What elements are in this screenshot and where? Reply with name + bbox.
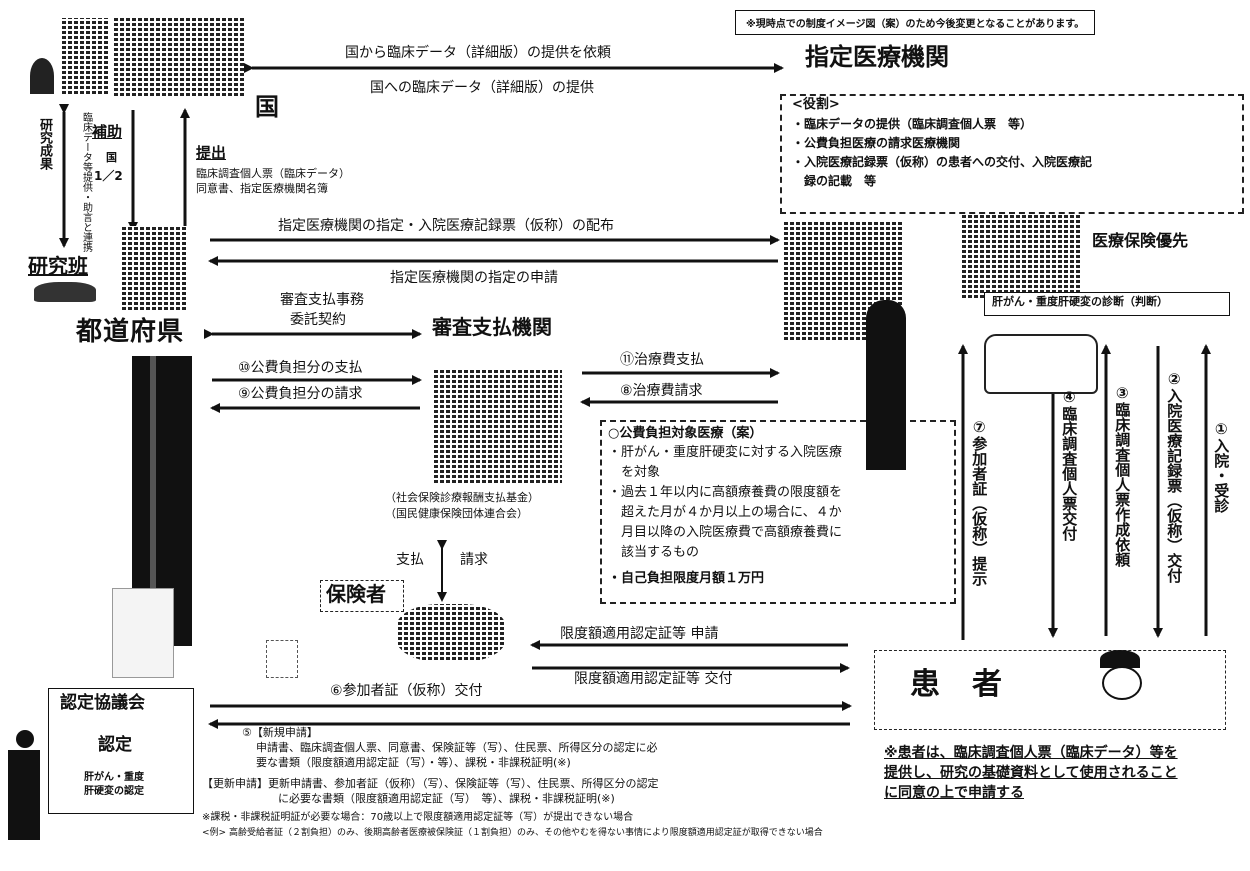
submit-detail-1: 臨床調査個人票（臨床データ） bbox=[196, 168, 350, 181]
label-v2: ②入院医療記録票（仮称）交付 bbox=[1165, 370, 1182, 583]
subsidy-ratio-a: 国 bbox=[106, 152, 117, 165]
prefecture-building-image bbox=[120, 226, 188, 312]
role-item-2: ・入院医療記録票（仮称）の患者への交付、入院医療記 bbox=[792, 156, 1092, 170]
patient-image bbox=[1088, 650, 1150, 716]
notice-text: ※現時点での制度イメージ図（案）のため今後変更となることがあります。 bbox=[746, 19, 1084, 30]
flow-designation-apply: 指定医療機関の指定の申請 bbox=[390, 270, 558, 286]
role-item-1: ・公費負担医療の請求医療機関 bbox=[792, 137, 960, 151]
official-person-image bbox=[6, 730, 42, 842]
flow-limit-apply: 限度額適用認定証等 申請 bbox=[560, 626, 718, 642]
target-line-1: を対象 bbox=[608, 466, 660, 481]
council-label: 認定協議会 bbox=[60, 694, 145, 714]
calculator-image bbox=[266, 640, 298, 678]
research-image bbox=[34, 282, 96, 302]
role-box bbox=[780, 94, 1244, 214]
council-note-2: 肝硬変の認定 bbox=[84, 786, 144, 798]
flow-limit-issue: 限度額適用認定証等 交付 bbox=[574, 671, 732, 687]
application-note-1: ※課税・非課税証明証が必要な場合：70歳以上で限度額適用認定証等（写）が提出でき… bbox=[202, 812, 633, 824]
flow-request-data: 国から臨床データ（詳細版）の提供を依頼 bbox=[345, 45, 611, 61]
flow-participant-issue: ⑥参加者証（仮称）交付 bbox=[330, 683, 483, 699]
submit-detail-2: 同意書、指定医療機関名簿 bbox=[196, 183, 328, 196]
council-building-image bbox=[100, 588, 184, 688]
new-application-line-1: 申請書、臨床調査個人票、同意書、保険証等（写）、住民票、所得区分の認定に必 bbox=[256, 742, 658, 755]
label-v7: ⑦参加者証（仮称）提示 bbox=[970, 418, 987, 586]
flow-pay-public: ⑩公費負担分の支払 bbox=[238, 360, 363, 376]
research-label: 研究班 bbox=[28, 255, 88, 278]
diagnosis-label: 肝がん・重度肝硬変の診断（判断） bbox=[992, 296, 1168, 309]
submit-label: 提出 bbox=[196, 145, 226, 162]
research-result-label: 研究成果 bbox=[36, 118, 51, 170]
council-note-1: 肝がん・重度 bbox=[84, 772, 144, 784]
review-building-image bbox=[432, 370, 562, 485]
designated-label: 指定医療機関 bbox=[805, 44, 949, 72]
flow-claim: 請求 bbox=[460, 552, 488, 568]
notice-box: ※現時点での制度イメージ図（案）のため今後変更となることがあります。 bbox=[735, 10, 1095, 35]
review-label: 審査支払機関 bbox=[432, 316, 552, 339]
renew-application-line-2: に必要な書類（限度額適用認定証（写） 等）、課税・非課税証明(※) bbox=[278, 793, 615, 806]
insurance-priority-label: 医療保険優先 bbox=[1092, 232, 1188, 250]
patient-note-2: に同意の上で申請する bbox=[884, 785, 1024, 801]
label-v4: ④臨床調査個人票交付 bbox=[1060, 388, 1077, 541]
target-title: ○公費負担対象医療（案） bbox=[608, 427, 762, 442]
insurer-building-image bbox=[396, 604, 506, 662]
prefecture-label: 都道府県 bbox=[76, 318, 184, 348]
label-v1: ①入院・受診 bbox=[1212, 420, 1229, 513]
application-note-2: <例> 高齢受給者証（２割負担）のみ、後期高齢者医療被保険証（１割負担）のみ、そ… bbox=[202, 828, 823, 838]
role-item-0: ・臨床データの提供（臨床調査個人票 等） bbox=[792, 118, 1032, 132]
doctor-image bbox=[866, 300, 906, 470]
target-line-4: 月目以降の入院医療費で高額療養費に bbox=[608, 526, 842, 541]
subsidy-label: 補助 bbox=[92, 124, 122, 141]
renew-application-line-1: 【更新申請】更新申請書、参加者証（仮称）（写）、保険証等（写）、住民票、所得区分… bbox=[202, 778, 659, 791]
target-line-0: ・肝がん・重度肝硬変に対する入院医療 bbox=[608, 446, 842, 461]
target-line-5: 該当するもの bbox=[608, 546, 699, 561]
data-support-label: 臨床データ等提供・助言と連携 bbox=[80, 112, 92, 242]
label-v3: ③臨床調査個人票作成依頼 bbox=[1113, 384, 1130, 567]
patient-note-1: 提供し、研究の基礎資料として使用されること bbox=[884, 765, 1178, 781]
role-title: <役割> bbox=[792, 98, 840, 113]
review-contract-1: 審査支払事務 bbox=[280, 292, 364, 308]
flow-pay-treatment: ⑪治療費支払 bbox=[620, 352, 704, 368]
country-building-image bbox=[30, 18, 110, 98]
flow-designation-distribute: 指定医療機関の指定・入院医療記録票（仮称）の配布 bbox=[278, 218, 614, 234]
subsidy-ratio-b: 1／2 bbox=[94, 170, 123, 184]
country-label: 国 bbox=[255, 94, 279, 122]
target-line-2: ・過去１年以内に高額療養費の限度額を bbox=[608, 486, 842, 501]
flow-payment: 支払 bbox=[396, 552, 424, 568]
insurer-label: 保険者 bbox=[326, 583, 386, 606]
approval-label: 認定 bbox=[98, 736, 132, 756]
patient-label: 患 者 bbox=[910, 668, 1003, 703]
patient-note-0: ※患者は、臨床調査個人票（臨床データ）等を bbox=[884, 745, 1178, 761]
flow-provide-data: 国への臨床データ（詳細版）の提供 bbox=[370, 80, 594, 96]
target-line-6: ・自己負担限度月額１万円 bbox=[608, 572, 764, 587]
country-hq-image bbox=[112, 18, 244, 98]
review-org-1: （社会保険診療報酬支払基金） bbox=[385, 492, 539, 505]
review-org-2: （国民健康保険団体連合会） bbox=[385, 508, 528, 521]
role-item-3: 録の記載 等 bbox=[792, 175, 876, 189]
ambulance-image bbox=[984, 334, 1098, 394]
target-line-3: 超えた月が４か月以上の場合に、４か bbox=[608, 506, 842, 521]
new-application-line-2: 要な書類（限度額適用認定証（写）・等）、課税・非課税証明(※) bbox=[256, 757, 571, 770]
hospital-tower-image bbox=[960, 214, 1080, 300]
review-contract-2: 委託契約 bbox=[290, 312, 346, 328]
flow-claim-public: ⑨公費負担分の請求 bbox=[238, 386, 363, 402]
new-application-label: ⑤【新規申請】 bbox=[242, 727, 318, 740]
flow-claim-treatment: ⑧治療費請求 bbox=[620, 383, 703, 399]
